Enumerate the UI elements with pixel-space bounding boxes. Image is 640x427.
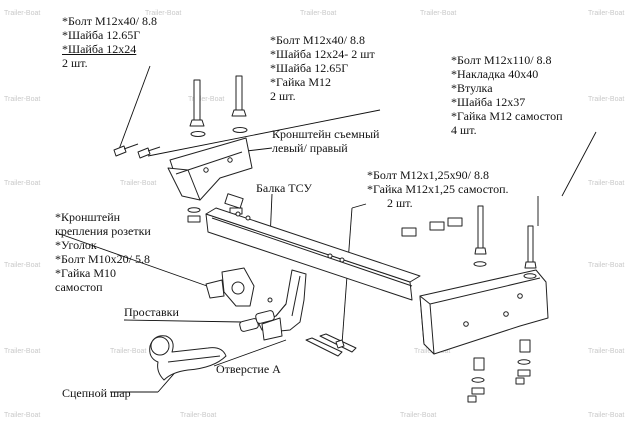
- label-line: *Шайба 12.65Г: [62, 28, 141, 42]
- watermark: Trailer-Boat: [300, 10, 337, 17]
- label-spacers: Проставки: [124, 305, 179, 319]
- label-line: *Кронштейн: [55, 210, 121, 224]
- watermark: Trailer-Boat: [588, 262, 625, 269]
- label-line: *Болт М10х20/ 5.8: [55, 252, 150, 266]
- label-line: 2 шт.: [387, 196, 413, 210]
- label-line: *Шайба 12.65Г: [270, 61, 349, 75]
- label-line: *Гайка М10: [55, 266, 117, 280]
- label-socket: *Кронштейн крепления розетки *Уголок *Бо…: [55, 210, 151, 294]
- right-small-parts: [401, 217, 463, 237]
- label-hole: Отверстие А: [216, 362, 281, 376]
- label-line: *Гайка М12 самостоп: [451, 109, 563, 123]
- right-removable-bracket: [419, 269, 549, 355]
- watermark: Trailer-Boat: [120, 180, 157, 187]
- watermark: Trailer-Boat: [4, 180, 41, 187]
- watermark: Trailer-Boat: [4, 262, 41, 269]
- label-line: *Шайба 12х24- 2 шт: [270, 47, 375, 61]
- left-small-bolts: [113, 143, 161, 159]
- watermark: Trailer-Boat: [420, 10, 457, 17]
- watermark: Trailer-Boat: [110, 348, 147, 355]
- label-line: Кронштейн съемный: [272, 127, 380, 141]
- watermark: Trailer-Boat: [588, 412, 625, 419]
- label-line: *Гайка М12х1,25 самостоп.: [367, 182, 509, 196]
- label-line: 4 шт.: [451, 123, 477, 137]
- label-line: самостоп: [55, 280, 103, 294]
- watermark: Trailer-Boat: [180, 412, 217, 419]
- watermark: Trailer-Boat: [4, 10, 41, 17]
- label-line: *Болт М12х40/ 8.8: [270, 33, 365, 47]
- watermark: Trailer-Boat: [588, 348, 625, 355]
- watermark: Trailer-Boat: [4, 348, 41, 355]
- label-line: *Гайка М12: [270, 75, 332, 89]
- label-line: крепления розетки: [55, 224, 151, 238]
- label-line: 2 шт.: [270, 89, 296, 103]
- left-removable-bracket: [167, 137, 253, 201]
- label-line: *Болт М12х40/ 8.8: [62, 14, 157, 28]
- watermark: Trailer-Boat: [400, 412, 437, 419]
- vertical-bolts-right: [467, 205, 537, 403]
- label-line: *Шайба 12х24: [62, 42, 137, 56]
- watermark: Trailer-Boat: [588, 180, 625, 187]
- label-ball: Сцепной шар: [62, 386, 131, 400]
- watermark: Trailer-Boat: [4, 412, 41, 419]
- label-bolts-mid: *Болт М12х40/ 8.8 *Шайба 12х24- 2 шт *Ша…: [270, 33, 375, 103]
- spacers: [239, 310, 283, 341]
- beam-bolts: [305, 333, 357, 357]
- label-line: *Болт М12х110/ 8.8: [451, 53, 552, 67]
- label-line: *Шайба 12х37: [451, 95, 526, 109]
- label-line: *Болт М12х1,25х90/ 8.8: [367, 168, 489, 182]
- watermark: Trailer-Boat: [588, 96, 625, 103]
- label-line: левый/ правый: [272, 141, 348, 155]
- label-line: *Уголок: [55, 238, 97, 252]
- label-beam: Балка ТСУ: [256, 181, 312, 195]
- watermark: Trailer-Boat: [188, 96, 225, 103]
- watermark: Trailer-Boat: [145, 10, 182, 17]
- watermark: Trailer-Boat: [588, 10, 625, 17]
- label-bolts-right: *Болт М12х110/ 8.8 *Накладка 40х40 *Втул…: [451, 53, 563, 137]
- label-bolts-left: *Болт М12х40/ 8.8 *Шайба 12.65Г *Шайба 1…: [62, 14, 157, 70]
- label-bracket: Кронштейн съемный левый/ правый: [272, 127, 379, 155]
- label-bolts-beam: *Болт М12х1,25х90/ 8.8 *Гайка М12х1,25 с…: [367, 168, 509, 210]
- socket-bracket: [205, 267, 273, 307]
- watermark: Trailer-Boat: [4, 96, 41, 103]
- towbar-beam: [205, 193, 421, 301]
- label-line: *Накладка 40х40: [451, 67, 539, 81]
- coupling-ball: [149, 335, 227, 381]
- label-line: *Втулка: [451, 81, 493, 95]
- label-line: 2 шт.: [62, 56, 88, 70]
